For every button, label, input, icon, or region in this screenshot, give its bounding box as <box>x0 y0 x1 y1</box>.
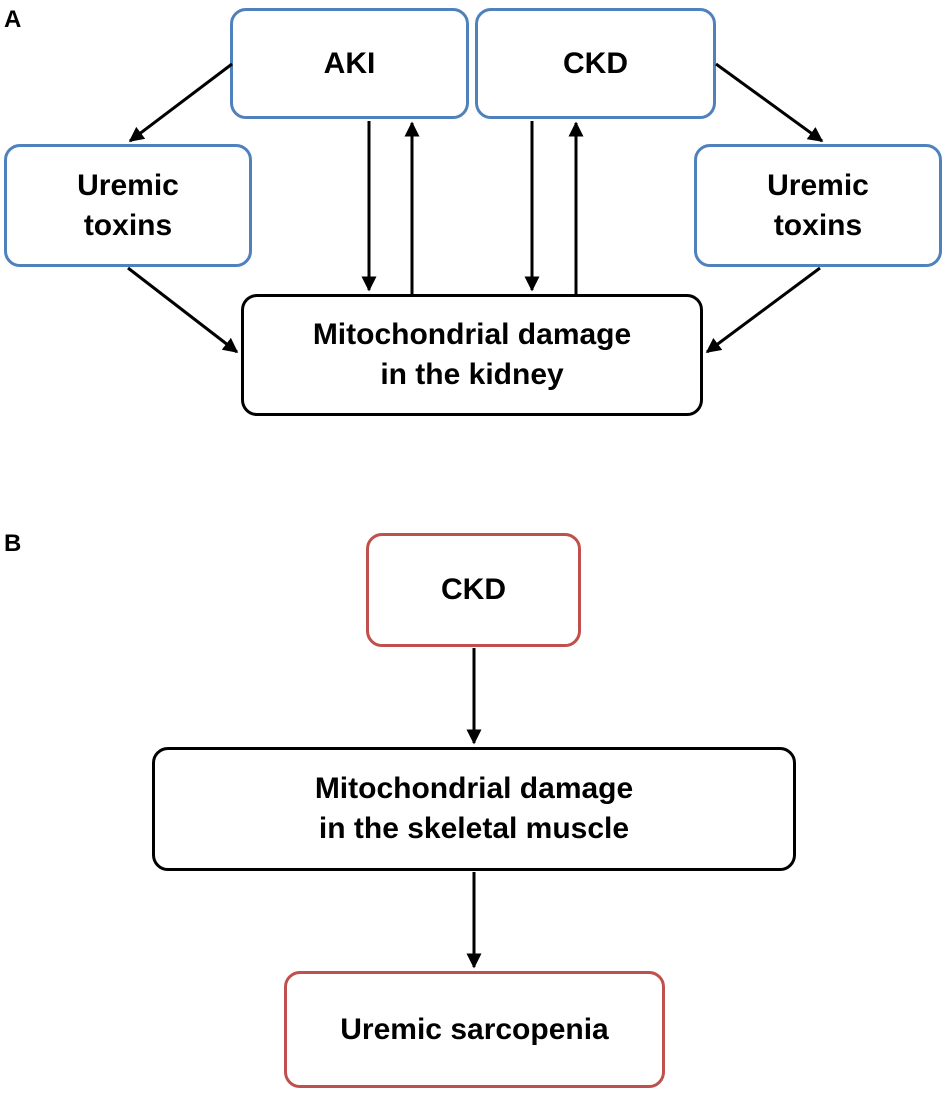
arrow-aki-to-toxins-left <box>128 62 233 143</box>
panel-a-label: A <box>4 6 22 33</box>
ckd-label-a: CKD <box>563 46 628 80</box>
ckd-box-b: CKD <box>366 533 581 647</box>
uremic-sarcopenia-box: Uremic sarcopenia <box>284 971 665 1088</box>
mito-damage-muscle-box: Mitochondrial damage in the skeletal mus… <box>152 747 796 871</box>
arrow-ckd-to-toxins-right <box>715 62 824 143</box>
panel-b-label: B <box>4 530 22 557</box>
uremic-toxins-left-box: Uremic toxins <box>4 144 252 267</box>
aki-box: AKI <box>230 8 469 119</box>
uremic-toxins-right-label: Uremic toxins <box>767 168 869 242</box>
ckd-box-a: CKD <box>475 8 716 119</box>
uremic-sarcopenia-label: Uremic sarcopenia <box>340 1012 609 1046</box>
uremic-toxins-left-label: Uremic toxins <box>77 168 179 242</box>
mito-damage-kidney-box: Mitochondrial damage in the kidney <box>241 294 703 416</box>
aki-label: AKI <box>323 46 376 80</box>
arrow-toxins-right-to-mito <box>705 266 821 354</box>
mito-damage-muscle-label: Mitochondrial damage in the skeletal mus… <box>314 772 634 845</box>
uremic-toxins-right-box: Uremic toxins <box>694 144 942 267</box>
ckd-label-b: CKD <box>441 573 506 607</box>
arrow-toxins-left-to-mito <box>127 266 239 354</box>
mito-damage-kidney-label: Mitochondrial damage in the kidney <box>312 318 632 391</box>
